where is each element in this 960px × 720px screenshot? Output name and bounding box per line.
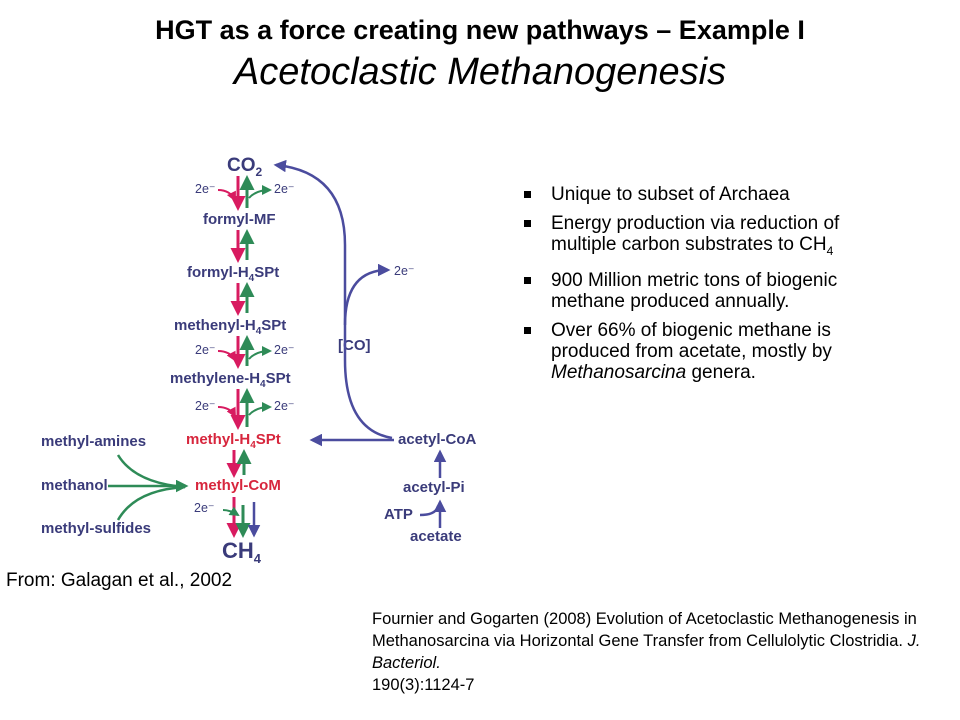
label-ch4: CH4 — [222, 538, 262, 566]
bullet-text: Unique to subset of Archaea — [551, 184, 790, 205]
label-acetyl-pi: acetyl-Pi — [403, 479, 465, 496]
subscript-4: 4 — [826, 243, 834, 258]
title-line-1: HGT as a force creating new pathways – E… — [155, 15, 805, 45]
bullet-marker — [524, 220, 531, 227]
arrow-methylamines-in — [116, 454, 186, 489]
label-acetyl-coa: acetyl-CoA — [398, 431, 477, 448]
electron-label: 2e⁻ — [195, 399, 216, 413]
arrow-methylsulfides-in — [116, 485, 186, 521]
label-formyl-h4spt: formyl-H4SPt — [187, 264, 279, 284]
label-co2: CO2 — [227, 155, 263, 179]
electron-label: 2e⁻ — [274, 343, 295, 357]
arrow-2e-in-1 — [217, 189, 236, 202]
label-methyl-sulfides: methyl-sulfides — [41, 520, 151, 537]
label-methenyl-h4spt: methenyl-H4SPt — [174, 317, 286, 337]
electron-label: 2e⁻ — [195, 343, 216, 357]
bullet-item: Over 66% of biogenic methane is produced… — [521, 320, 896, 383]
label-formyl-mf: formyl-MF — [203, 211, 276, 228]
arrow-2e-in-3 — [217, 406, 236, 418]
arrow-2e-out-3 — [248, 402, 272, 416]
electron-label: 2e⁻ — [195, 182, 216, 196]
citation-volume: 190(3):1124-7 — [372, 676, 475, 694]
bullet-list: Unique to subset of Archaea Energy produ… — [521, 184, 896, 391]
arrow-2e-in-2 — [217, 350, 236, 362]
citation: Fournier and Gogarten (2008) Evolution o… — [372, 608, 932, 696]
electron-label: 2e⁻ — [394, 264, 415, 278]
bullet-text: Energy production via reduction of multi… — [551, 213, 840, 255]
bullet-marker — [524, 326, 531, 334]
label-atp: ATP — [384, 506, 413, 523]
label-methanol: methanol — [41, 477, 108, 494]
label-co-bracket: [CO] — [338, 337, 371, 354]
arrow-2e-out-4 — [222, 506, 240, 517]
citation-journal: J. Bacteriol. — [372, 632, 921, 672]
genus-name: Methanosarcina — [551, 361, 687, 383]
bullet-marker — [524, 191, 531, 198]
label-methyl-com: methyl-CoM — [195, 477, 281, 494]
bullet-item: Unique to subset of Archaea — [521, 184, 896, 205]
label-methyl-h4spt: methyl-H4SPt — [186, 431, 281, 451]
slide-title: HGT as a force creating new pathways – E… — [0, 12, 960, 96]
electron-label: 2e⁻ — [194, 501, 215, 515]
bullet-text-end: genera. — [686, 361, 756, 383]
figure-credit: From: Galagan et al., 2002 — [6, 570, 233, 591]
arrow-co-to-co2 — [273, 159, 393, 440]
citation-text: Fournier and Gogarten (2008) Evolution o… — [372, 610, 917, 650]
electron-label: 2e⁻ — [274, 399, 295, 413]
title-line-2: Acetoclastic Methanogenesis — [233, 51, 727, 93]
bullet-text: 900 Million metric tons of biogenic meth… — [551, 269, 838, 312]
bullet-marker — [524, 276, 531, 284]
bullet-item: Energy production via reduction of multi… — [521, 213, 896, 262]
label-methyl-amines: methyl-amines — [41, 433, 146, 450]
arrow-co-2e — [343, 263, 391, 326]
arrow-atp-in — [419, 505, 440, 517]
label-acetate: acetate — [410, 528, 462, 545]
bullet-item: 900 Million metric tons of biogenic meth… — [521, 270, 896, 312]
bullet-text: Over 66% of biogenic methane is produced… — [551, 319, 832, 362]
arrow-2e-out-2 — [248, 346, 272, 360]
electron-label: 2e⁻ — [274, 182, 295, 196]
label-methylene-h4spt: methylene-H4SPt — [170, 370, 291, 390]
arrow-2e-out-1 — [248, 185, 272, 199]
